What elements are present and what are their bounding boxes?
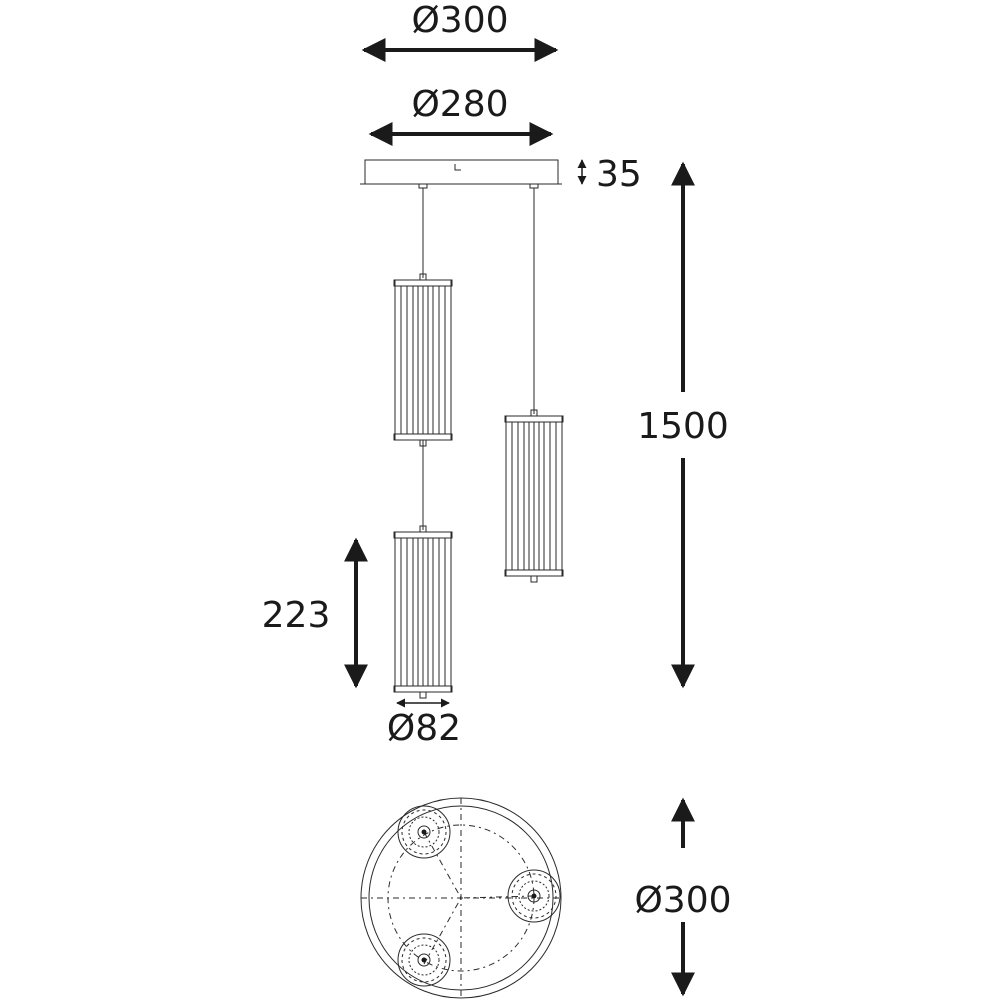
canopy [360, 159, 562, 189]
pendant-shade-lower-left [393, 525, 453, 699]
dim-canopy-inner: Ø280 [368, 84, 554, 146]
dim-canopy-height-label: 35 [596, 154, 642, 195]
pendant-shade-right [504, 409, 564, 583]
dim-canopy-inner-label: Ø280 [411, 84, 508, 125]
dim-top-view-diameter-label: Ø300 [634, 880, 731, 921]
dim-canopy-outer-label: Ø300 [411, 0, 508, 41]
dim-overall-height-label: 1500 [637, 406, 729, 447]
top-view-shade-lower [397, 933, 451, 987]
dim-canopy-height: 35 [577, 154, 642, 195]
dim-overall-height: 1500 [637, 161, 729, 689]
dim-top-view-diameter: Ø300 [634, 797, 732, 997]
dim-shade-diameter: Ø82 [387, 698, 461, 749]
dim-shade-height: 223 [262, 537, 368, 689]
pendant-shade-upper-left [393, 273, 453, 447]
dim-shade-diameter-label: Ø82 [387, 708, 461, 749]
dim-shade-height-label: 223 [262, 595, 331, 636]
dim-canopy-outer: Ø300 [361, 0, 559, 62]
top-view [360, 797, 562, 999]
